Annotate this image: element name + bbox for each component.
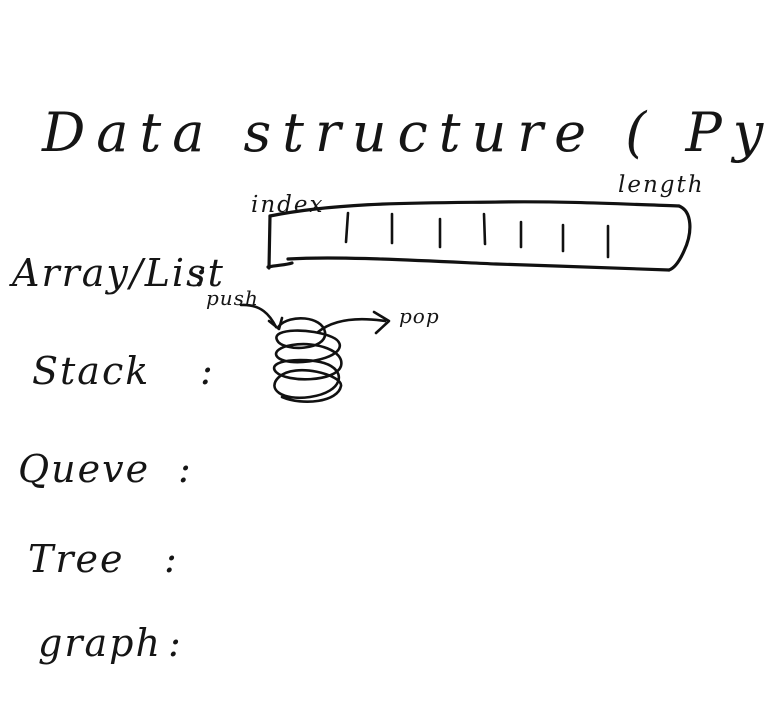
queue-row: Queve : (18, 447, 193, 491)
stack-coil (272, 316, 343, 404)
array-list-label: Array/List (9, 251, 225, 295)
stack-colon: : (200, 349, 215, 393)
title: Data structure ( Python) (41, 101, 768, 164)
length-label: length (618, 172, 705, 198)
tree-label: Tree (28, 537, 125, 581)
graph-colon: : (168, 621, 183, 665)
array-outline-right (667, 204, 692, 272)
tree-row: Tree : (28, 537, 179, 581)
array-outline-top (268, 200, 681, 218)
pop-label: pop (399, 304, 440, 328)
array-cell-divider (482, 212, 487, 246)
array-outline-bottom (286, 256, 671, 272)
stack-row: Stack : push pop (32, 286, 440, 404)
array-list-colon: : (194, 251, 209, 295)
push-arrow (239, 303, 284, 331)
array-outline-left (266, 214, 294, 270)
array-list-row: Array/List : index length (9, 172, 705, 295)
array-cell-divider (344, 211, 350, 244)
pop-arrow (316, 310, 391, 335)
graph-label: graph (38, 621, 162, 665)
queue-label: Queve (18, 447, 150, 491)
queue-colon: : (178, 447, 193, 491)
stack-label: Stack (32, 349, 150, 393)
tree-colon: : (164, 537, 179, 581)
graph-row: graph : (38, 621, 183, 665)
title-text: Data structure ( Python) (41, 101, 768, 164)
